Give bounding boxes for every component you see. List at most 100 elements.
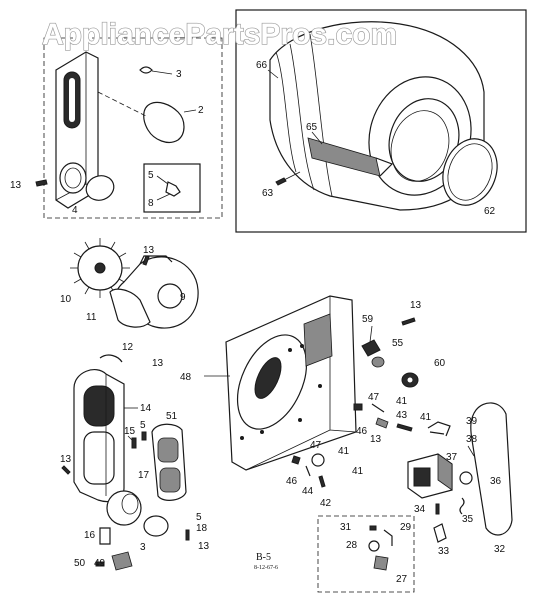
leader-3 bbox=[151, 70, 173, 75]
leader-59 bbox=[369, 325, 373, 343]
label-34: 34 bbox=[414, 504, 426, 515]
panel-51-window-2 bbox=[159, 467, 181, 493]
bottom-box bbox=[317, 515, 415, 593]
front-panel-group bbox=[35, 37, 223, 219]
label-13d: 13 bbox=[60, 454, 72, 465]
label-16: 16 bbox=[84, 530, 96, 541]
washer-part-47b bbox=[311, 453, 325, 467]
leader-2-dash bbox=[97, 91, 147, 117]
drum-rib-1 bbox=[289, 43, 315, 191]
label-17: 17 bbox=[138, 470, 150, 481]
roller-part-41a bbox=[371, 403, 385, 413]
leader-2 bbox=[183, 109, 197, 113]
screw-part-13 bbox=[35, 179, 48, 187]
motor-part-17-face bbox=[121, 493, 139, 515]
duct-group bbox=[61, 354, 190, 571]
screw-part-13b bbox=[142, 255, 150, 266]
screw-part-15 bbox=[131, 437, 137, 449]
label-13c: 13 bbox=[152, 358, 164, 369]
roller-part-43 bbox=[375, 417, 389, 429]
label-51: 51 bbox=[166, 411, 178, 422]
label-65: 65 bbox=[306, 122, 318, 133]
front-panel-box bbox=[43, 37, 223, 219]
label-15: 15 bbox=[124, 426, 136, 437]
label-13f: 13 bbox=[410, 300, 422, 311]
label-48: 48 bbox=[180, 372, 192, 383]
drum-opening-shadow bbox=[390, 110, 450, 182]
label-47a: 47 bbox=[368, 392, 380, 403]
label-39: 39 bbox=[466, 416, 478, 427]
switch-part-5 bbox=[165, 181, 181, 197]
timer-part-18 bbox=[143, 515, 169, 537]
screw-part-63 bbox=[275, 177, 287, 186]
label-11: 11 bbox=[86, 312, 97, 323]
label-36: 36 bbox=[490, 476, 502, 487]
part-29 bbox=[383, 529, 393, 546]
label-63: 63 bbox=[262, 188, 274, 199]
motor-part-37-box bbox=[413, 467, 431, 487]
motor-part-37-end bbox=[437, 453, 453, 491]
label-55: 55 bbox=[392, 338, 404, 349]
panel-lower-opening bbox=[59, 162, 87, 194]
leader-5 bbox=[156, 175, 169, 185]
label-41c: 41 bbox=[338, 446, 350, 457]
gasket-part-2 bbox=[143, 101, 185, 143]
label-13g: 13 bbox=[370, 434, 382, 445]
panel-lower-opening-inner bbox=[64, 167, 82, 189]
impeller-hub bbox=[94, 262, 106, 274]
bracket-part-33 bbox=[433, 523, 447, 543]
seal-part-62-inner bbox=[447, 143, 493, 201]
drum-rib-2 bbox=[309, 33, 333, 197]
label-37: 37 bbox=[446, 452, 458, 463]
label-41b: 41 bbox=[420, 412, 432, 423]
blower-group bbox=[70, 238, 199, 329]
label-3b: 3 bbox=[140, 542, 146, 553]
label-2: 2 bbox=[198, 105, 204, 116]
lint-duct-slot-2 bbox=[83, 431, 115, 485]
label-12: 12 bbox=[122, 342, 134, 353]
thermostat-part-59 bbox=[361, 339, 381, 357]
spring-part-35 bbox=[459, 497, 465, 515]
fuse-part-55 bbox=[371, 356, 385, 368]
idler-part-60-hub bbox=[407, 377, 413, 383]
pulley-part-36 bbox=[459, 471, 473, 485]
label-41a: 41 bbox=[396, 396, 408, 407]
label-66: 66 bbox=[256, 60, 268, 71]
label-29: 29 bbox=[400, 522, 412, 533]
screw-part-13c bbox=[61, 465, 71, 475]
wire-part-12 bbox=[99, 354, 123, 363]
label-9: 9 bbox=[180, 292, 186, 303]
label-28: 28 bbox=[346, 540, 358, 551]
roller-part-41b bbox=[396, 423, 413, 432]
label-13b: 13 bbox=[143, 245, 155, 256]
screw-part-13e bbox=[185, 529, 190, 541]
screw-part-13f bbox=[401, 317, 416, 326]
label-13a: 13 bbox=[10, 180, 22, 191]
label-10: 10 bbox=[60, 294, 72, 305]
bulkhead-holes bbox=[240, 344, 322, 440]
label-31: 31 bbox=[340, 522, 352, 533]
drum-rib-3 bbox=[275, 51, 297, 173]
label-35: 35 bbox=[462, 514, 474, 525]
label-4: 4 bbox=[72, 205, 78, 216]
bracket-part-16 bbox=[99, 527, 111, 545]
label-32: 32 bbox=[494, 544, 506, 555]
part-28 bbox=[368, 540, 380, 552]
bulkhead-opening-inner bbox=[254, 357, 282, 399]
housing-hub bbox=[157, 283, 183, 309]
bulkhead-grille bbox=[303, 313, 333, 367]
switch-part-49 bbox=[111, 551, 133, 571]
leader-38 bbox=[467, 445, 475, 457]
switch-box bbox=[143, 163, 201, 213]
belt-part-32 bbox=[470, 402, 513, 536]
label-13e: 13 bbox=[198, 541, 210, 552]
clip-part-3 bbox=[139, 66, 153, 74]
clip-part-34 bbox=[435, 503, 440, 515]
label-60: 60 bbox=[434, 358, 446, 369]
bottom-box-group bbox=[317, 515, 415, 593]
leader-66 bbox=[267, 69, 279, 79]
lint-duct-slot-1 bbox=[83, 385, 115, 427]
bracket-part-39 bbox=[427, 421, 451, 437]
housing-outlet bbox=[139, 255, 173, 265]
label-8: 8 bbox=[148, 198, 154, 209]
